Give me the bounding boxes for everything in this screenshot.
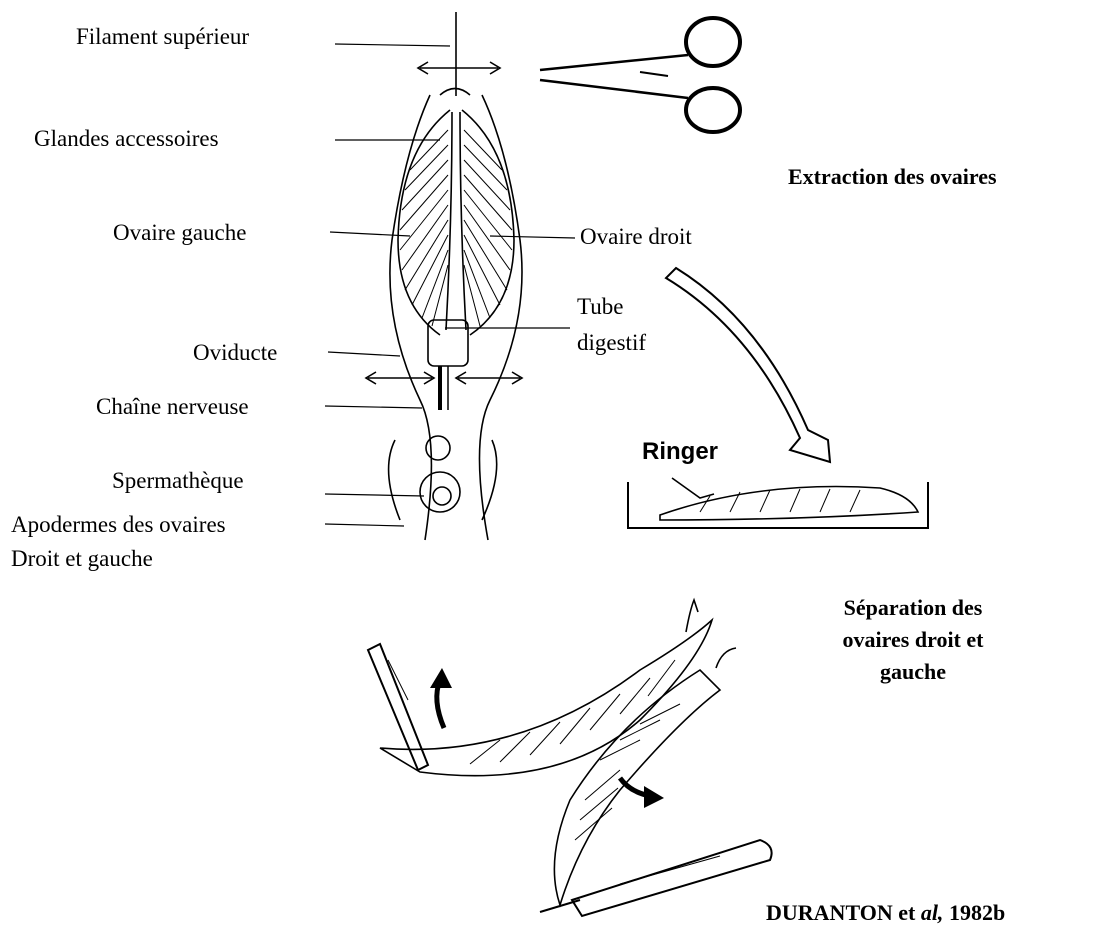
- leader-lines: [325, 44, 575, 526]
- label-oviducte: Oviducte: [193, 340, 277, 366]
- large-curved-arrow: [666, 268, 830, 462]
- filament-cut-arrow: [418, 12, 500, 96]
- title-extraction: Extraction des ovaires: [788, 164, 997, 189]
- ringer-dish: [628, 478, 928, 528]
- label-apodermes-line2: Droit et gauche: [11, 546, 153, 572]
- label-ringer: Ringer: [642, 438, 718, 466]
- label-ovaire-droit: Ovaire droit: [580, 224, 692, 250]
- label-tube-line1: Tube: [577, 294, 623, 320]
- label-filament: Filament supérieur: [76, 24, 249, 50]
- title-separation-line2: ovaires droit et: [798, 624, 1028, 656]
- title-separation-line3: gauche: [798, 656, 1028, 688]
- label-spermatheque: Spermathèque: [112, 468, 244, 494]
- label-chaine-nerveuse: Chaîne nerveuse: [96, 394, 249, 420]
- credit-etal: al,: [921, 900, 944, 925]
- scissors-icon: [540, 18, 740, 132]
- separation-illustration: [368, 600, 772, 916]
- credit: DURANTON et al, 1982b: [766, 900, 1005, 925]
- title-separation: Séparation des ovaires droit et gauche: [798, 592, 1028, 688]
- label-glandes: Glandes accessoires: [34, 126, 219, 152]
- ovaries-outline: [389, 89, 522, 541]
- label-tube-line2: digestif: [577, 330, 646, 356]
- label-apodermes-line1: Apodermes des ovaires: [11, 512, 226, 538]
- label-ovaire-gauche: Ovaire gauche: [113, 220, 246, 246]
- credit-authors: DURANTON et: [766, 900, 921, 925]
- title-separation-line1: Séparation des: [798, 592, 1028, 624]
- credit-year: 1982b: [943, 900, 1005, 925]
